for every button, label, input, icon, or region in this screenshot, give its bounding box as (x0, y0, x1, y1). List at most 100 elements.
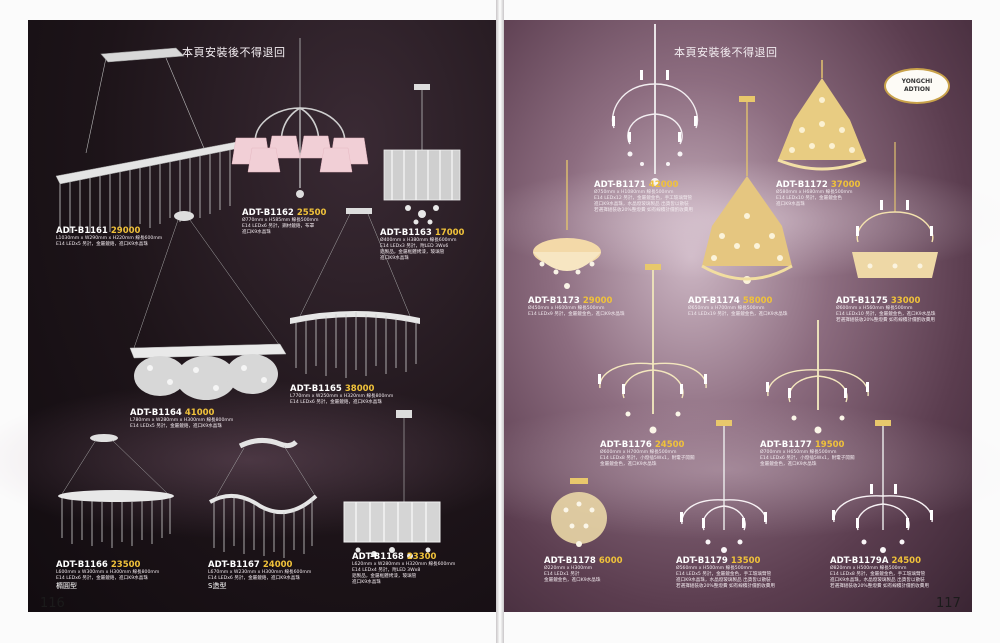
product-code: ADT-B1164 (130, 408, 182, 418)
product-desc: E14 LEDx8 另計，小燈插5Wx1，附電子開關 (600, 456, 695, 461)
product-desc: 進口K9水晶珠，水晶燈玻璃製品 出貨皆以散裝 (830, 578, 925, 583)
product-desc: 金屬鍍金色，進口K9水晶珠 (760, 462, 817, 467)
product-desc: E14 LEDx6 另計，鋼材鍍鉻，布罩 (242, 224, 315, 229)
product-price: 25500 (296, 208, 327, 218)
product-price: 37000 (830, 180, 861, 190)
product-desc: E14 LEDx5 另計，金屬鍍鉻，進口K9水晶珠 (56, 242, 148, 247)
product-spec: Ø450mm x H600mm 線長500mm (528, 306, 605, 311)
product-spec: Ø700mm x H650mm 線長500mm (760, 450, 837, 455)
product-desc: E14 LEDx6 另計，小燈插5Wx1，附電子開關 (760, 456, 855, 461)
product-spec: L770mm x W250mm x H320mm 線長800mm (290, 394, 394, 399)
page-number-right: 117 (936, 596, 961, 611)
product-desc: 若選擇組裝收20%整燈費 如有線積計價酌收費用 (594, 208, 693, 213)
product-spec: Ø580mm x H680mm 線長500mm (776, 190, 853, 195)
product-desc: 進口K9水晶珠 (776, 202, 805, 207)
product-desc: E14 LEDx19 另計，金屬鍍金色，進口K9水晶珠 (688, 312, 788, 317)
product-spec: Ø560mm x H500mm 線長500mm (676, 566, 753, 571)
chandelier-b1162-image (231, 38, 369, 198)
product-desc: E14 LEDx4 另計，附LED 3Wx8 (352, 568, 421, 573)
chandelier-b1167-image (208, 438, 318, 558)
product-code: ADT-B1167 (208, 560, 260, 570)
product-desc: E14 LEDx1 另計 (544, 572, 580, 577)
product-price: 19500 (814, 440, 845, 450)
product-price: 41000 (184, 408, 215, 418)
logo-line1: YONGCHI (901, 78, 933, 85)
chandelier-b1176-image (598, 264, 707, 434)
product-spec: L620mm x W280mm x H320mm 線長600mm (352, 562, 456, 567)
logo-line2: ADTION (903, 86, 931, 93)
product-price: 24000 (262, 560, 293, 570)
chandelier-b1173-image (533, 160, 601, 289)
product-price: 29000 (110, 226, 141, 236)
product-shape-note: 橢圓型 (56, 582, 77, 590)
page-number-left: 116 (40, 596, 65, 611)
no-return-notice: 本頁安裝後不得退回 (674, 46, 778, 59)
product-price: 42000 (648, 180, 679, 190)
product-desc: 進口K9水晶珠 (352, 580, 381, 585)
chandelier-b1178-image (551, 478, 607, 547)
product-price: 23500 (110, 560, 141, 570)
chandelier-b1174-image (701, 96, 793, 284)
product-price: 17000 (434, 228, 465, 238)
product-price: 23300 (406, 552, 437, 562)
chandelier-b1166-image (58, 434, 174, 548)
brand-logo: YONGCHI ADTION (884, 68, 950, 104)
chandelier-b1172-image (777, 60, 867, 171)
chandelier-b1171-image (611, 24, 699, 186)
product-spec: L1030mm x W290mm x H220mm 線長600mm (56, 236, 163, 241)
product-desc: 金屬鍍金色，進口K9水晶珠 (600, 462, 657, 467)
product-code: ADT-B1171 (594, 180, 646, 190)
product-desc: E14 LEDx10 另計，金屬鍍金色 (776, 196, 842, 201)
product-desc: 進口K9水晶珠 (242, 230, 271, 235)
product-price: 29000 (582, 296, 613, 306)
chandelier-b1179-image (680, 420, 767, 553)
chandelier-b1175-image (852, 142, 938, 278)
product-desc: 鋁製品，金屬框體烤漆，玻璃管 (352, 574, 417, 579)
product-spec: Ø220mm x H300mm (544, 566, 593, 571)
product-price: 24500 (654, 440, 685, 450)
product-desc: 進口K9水晶珠 (380, 256, 409, 261)
product-spec: Ø750mm x H1080mm 線長500mm (594, 190, 674, 195)
product-spec: L780mm x W280mm x H300mm 線長800mm (130, 418, 234, 423)
product-code: ADT-B1163 (380, 228, 432, 238)
chandelier-b1168-image (343, 410, 441, 559)
chandelier-b1163-image (383, 84, 461, 225)
chandelier-b1164-image (129, 211, 287, 400)
product-spec: Ø650mm x H700mm 線長500mm (688, 306, 765, 311)
product-desc: 進口K9水晶珠，水晶燈玻璃製品 出貨皆以散裝 (676, 578, 771, 583)
product-spec: Ø820mm x H500mm 線長500mm (830, 566, 907, 571)
product-desc: 金屬鍍金色，進口K9水晶珠 (544, 578, 601, 583)
product-code: ADT-B1174 (688, 296, 740, 306)
product-desc: E14 LEDx6 另計，金屬鍍鉻，進口K9水晶珠 (290, 400, 382, 405)
book-gutter (496, 0, 504, 643)
chandelier-b1179a-image (832, 420, 933, 553)
product-spec: L600mm x W300mm x H300mm 線長800mm (56, 570, 160, 575)
no-return-notice: 本頁安裝後不得退回 (182, 46, 286, 59)
product-desc: E14 LEDx8 另計，金屬鍍金色，手工玻璃臂管 (830, 572, 926, 577)
product-desc: E14 LEDx6 另計，金屬鍍鉻，進口K9水晶珠 (208, 576, 300, 581)
product-desc: E14 LEDx5 另計，金屬鍍鉻，進口K9水晶珠 (130, 424, 222, 429)
product-desc: E14 LEDx9 另計，金屬鍍金色，進口K9水晶珠 (528, 312, 625, 317)
product-price: 6000 (598, 556, 623, 566)
chandelier-b1165-image (290, 208, 420, 378)
product-spec: Ø600mm x H560mm 線長500mm (836, 306, 913, 311)
product-spec: Ø600mm x H700mm 線長500mm (600, 450, 677, 455)
product-code: ADT-B1166 (56, 560, 108, 570)
product-shape-note: S造型 (208, 582, 227, 590)
